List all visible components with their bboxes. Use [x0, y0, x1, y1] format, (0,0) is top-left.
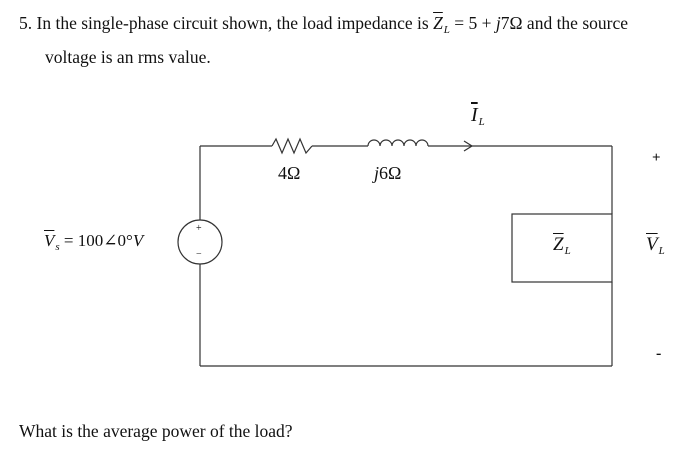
- zl-symbol: Z: [433, 13, 443, 33]
- inductor-symbol: [367, 139, 429, 147]
- source-plus-sign: +: [196, 223, 202, 234]
- source-label: Vs = 100∠0°V: [44, 231, 144, 253]
- zl-subscript: L: [443, 24, 450, 36]
- question-line-2: voltage is an rms value.: [45, 47, 211, 67]
- inductor-label: j6Ω: [374, 163, 402, 183]
- question-text-b: = 5 +: [449, 13, 496, 33]
- question-line-1: 5. In the single-phase circuit shown, th…: [19, 13, 628, 36]
- question-text-a: In the single-phase circuit shown, the l…: [36, 13, 434, 33]
- vl-label: VL: [646, 234, 665, 257]
- resistor-symbol: [271, 137, 313, 155]
- question-prompt: What is the average power of the load?: [19, 421, 293, 441]
- question-j: j: [495, 13, 501, 33]
- source-minus-sign: −: [196, 249, 202, 260]
- load-label: ZL: [553, 234, 571, 257]
- resistor-label: 4Ω: [278, 163, 301, 183]
- vl-minus-sign: -: [656, 345, 662, 362]
- question-text-c: 7Ω and the source: [500, 13, 628, 33]
- vl-plus-sign: +: [652, 150, 661, 166]
- current-label: IL: [471, 104, 485, 128]
- question-number: 5.: [19, 13, 33, 33]
- current-arrow-icon: [463, 140, 474, 152]
- load-box: [511, 213, 613, 283]
